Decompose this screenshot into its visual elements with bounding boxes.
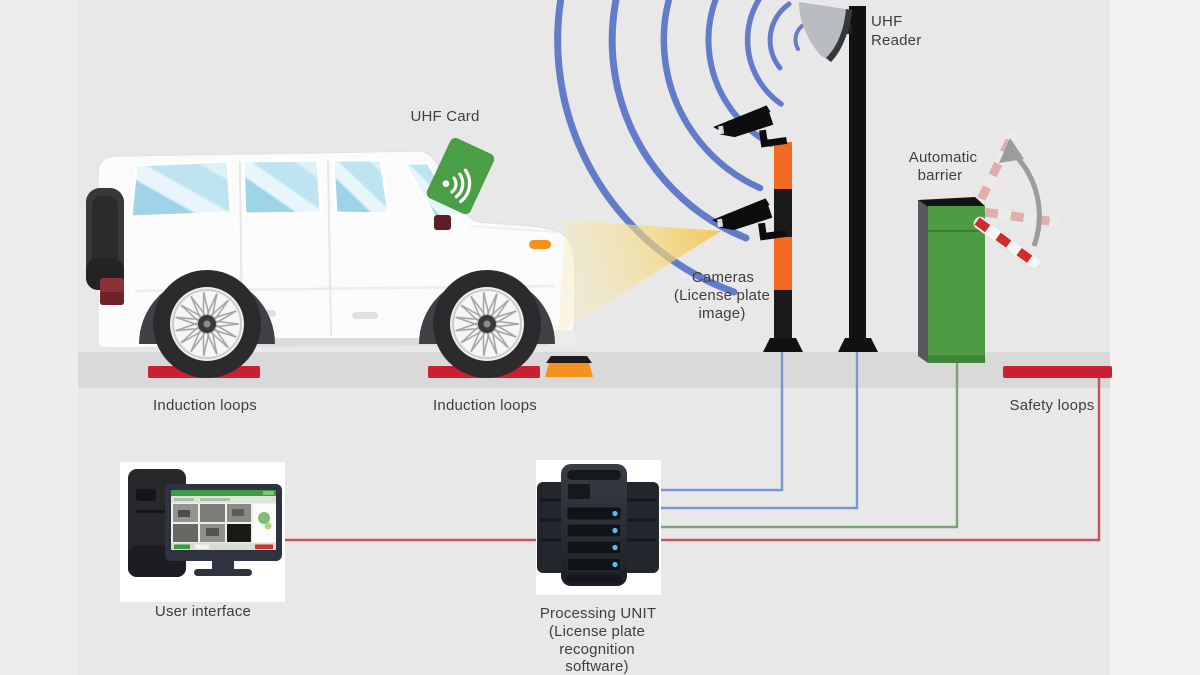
side-mirror — [434, 215, 451, 230]
front-window — [331, 158, 391, 216]
label-cameras-3: image) — [698, 305, 745, 322]
label-induction-loops-front: Induction loops — [433, 397, 537, 414]
speed-ramp — [545, 356, 593, 377]
front-wheel — [433, 270, 541, 378]
wire-uhf-reader-to-processor — [600, 350, 859, 510]
label-processing-unit-2: (License plate — [549, 623, 645, 640]
door-seam — [327, 160, 332, 337]
camera-pole — [763, 142, 803, 352]
safety-loop-strip — [1003, 366, 1112, 378]
label-processing-unit-1: Processing UNIT — [540, 605, 656, 622]
wifi-icon — [442, 168, 472, 204]
label-safety-loops: Safety loops — [1010, 397, 1095, 414]
right-margin — [1110, 0, 1200, 675]
hood-line — [469, 225, 557, 233]
label-cameras-2: (License plate — [674, 287, 770, 304]
front-bumper — [550, 330, 576, 346]
door-handle — [352, 312, 378, 319]
front-marker-light — [529, 240, 551, 249]
label-uhf-reader-2: Reader — [871, 32, 921, 49]
uhf-reader-pole — [838, 6, 878, 352]
barrier-cabinet — [918, 197, 985, 363]
uhf-antenna-icon — [799, 2, 852, 62]
label-processing-unit-3: recognition — [559, 641, 635, 658]
monitor-icon — [165, 484, 282, 576]
label-uhf-card: UHF Card — [410, 108, 479, 125]
middle-window — [241, 158, 323, 216]
label-uhf-reader-1: UHF — [871, 13, 902, 30]
rear-wheel — [153, 270, 261, 378]
car — [86, 150, 576, 378]
uhf-card-icon — [426, 138, 495, 215]
spare-tire — [86, 188, 124, 290]
server-drive-bays — [566, 506, 622, 572]
label-automatic-barrier-1: Automatic — [909, 149, 978, 166]
label-user-interface: User interface — [155, 603, 251, 620]
label-induction-loops-rear: Induction loops — [153, 397, 257, 414]
processing-unit — [536, 460, 661, 595]
user-interface-unit — [120, 462, 285, 602]
wire-barrier-to-processor — [600, 358, 959, 529]
label-automatic-barrier-2: barrier — [918, 167, 963, 184]
tail-light — [100, 278, 124, 305]
lift-arrow-icon — [999, 138, 1042, 247]
rear-window — [129, 159, 233, 219]
camera-beam — [558, 220, 721, 334]
server-icon — [537, 464, 659, 586]
label-processing-unit-4: software) — [565, 658, 629, 675]
label-cameras-1: Cameras — [692, 269, 754, 286]
wire-ui-processor-safety-loop — [240, 376, 1101, 542]
